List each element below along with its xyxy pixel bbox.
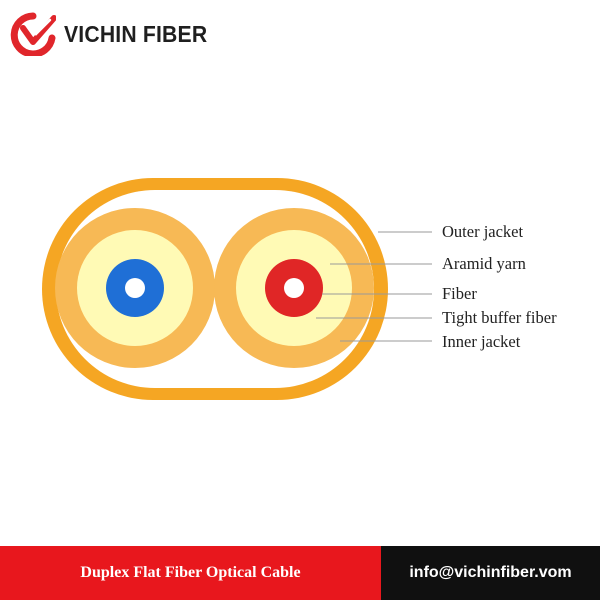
footer-product-name: Duplex Flat Fiber Optical Cable (0, 546, 381, 600)
label-outer-jacket: Outer jacket (442, 222, 524, 241)
vichin-logo-icon (10, 12, 56, 56)
fiber-core-right (284, 278, 304, 298)
contact-email-text: info@vichinfiber.vom (409, 564, 572, 581)
label-tight-buffer-fiber: Tight buffer fiber (442, 308, 557, 327)
label-inner-jacket: Inner jacket (442, 332, 521, 351)
label-fiber: Fiber (442, 284, 477, 303)
product-name-text: Duplex Flat Fiber Optical Cable (80, 564, 301, 581)
brand-name: VICHIN FIBER (64, 20, 208, 47)
fiber-core-left (125, 278, 145, 298)
label-aramid-yarn: Aramid yarn (442, 254, 526, 273)
footer-contact: info@vichinfiber.vom (381, 546, 600, 600)
brand-logo: VICHIN FIBER (10, 12, 220, 56)
